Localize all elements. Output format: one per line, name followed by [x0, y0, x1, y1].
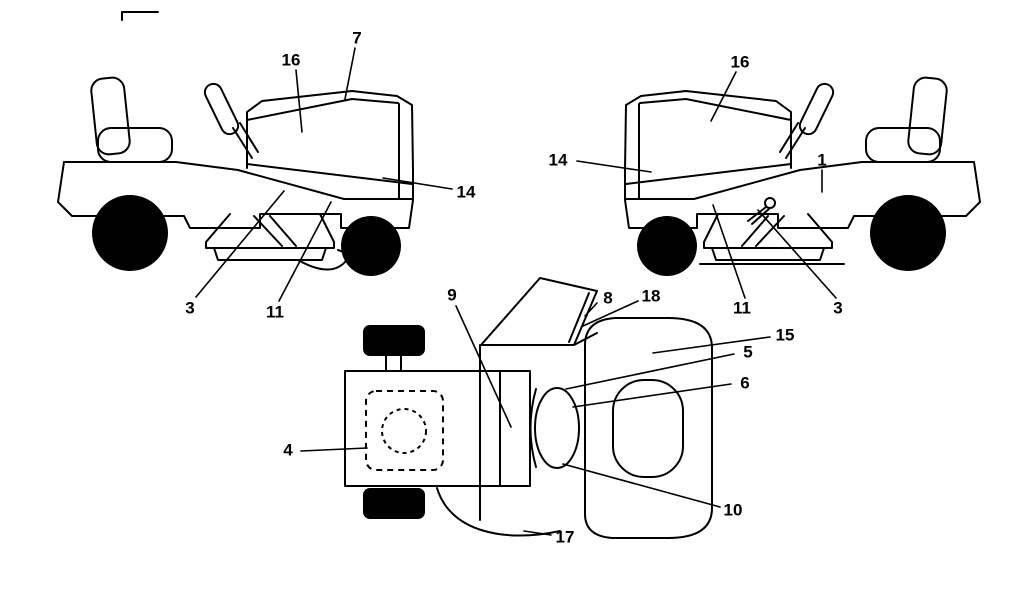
callout-right-11: 11 [733, 298, 751, 318]
front-tire [341, 216, 401, 276]
steering-column [232, 122, 259, 159]
leader-top-15 [652, 336, 771, 354]
rear-tire [92, 195, 168, 271]
leader-top-4 [300, 447, 368, 452]
hood-side-crease [246, 163, 413, 185]
leader-left-11 [278, 201, 332, 302]
engine-dashed-box [365, 390, 444, 471]
callout-right-1: 1 [817, 150, 827, 170]
leader-left-16 [295, 69, 303, 133]
hood-outline [624, 90, 792, 171]
leader-left-14 [382, 177, 453, 190]
callout-top-18: 18 [641, 286, 661, 306]
axle-stubs [385, 355, 402, 372]
seat-base [865, 127, 941, 163]
mower-deck [205, 213, 335, 249]
corner-mark [121, 11, 159, 21]
left-wheel-top-rear [363, 488, 425, 519]
callout-left-16: 16 [281, 50, 301, 70]
steering-wheel [798, 82, 835, 136]
rear-tire [870, 195, 946, 271]
seat-back [907, 76, 948, 156]
callout-top-6: 6 [740, 373, 750, 393]
leader-top-17 [523, 530, 552, 536]
left-wheel-top-front [363, 325, 425, 356]
mower-deck [703, 213, 833, 249]
deck-belt-lines [741, 215, 785, 247]
leader-right-3 [757, 209, 837, 299]
top-view-linework [344, 277, 713, 539]
seat-base [97, 127, 173, 163]
cowl-arc [529, 388, 537, 468]
callout-top-17: 17 [555, 527, 575, 547]
leader-left-7 [344, 47, 356, 100]
right-side-view-linework [624, 76, 981, 276]
callout-leader-lines [195, 47, 837, 536]
discharge-chute [480, 277, 598, 346]
deck-gauge-wheel-curve [297, 249, 348, 271]
callout-right-16: 16 [730, 52, 750, 72]
leader-right-16 [710, 71, 737, 122]
callout-left-7: 7 [352, 28, 362, 48]
leader-left-3 [195, 190, 285, 298]
chute-fold-line [568, 292, 590, 343]
steering-wheel [203, 82, 240, 136]
leader-top-5 [565, 353, 735, 390]
bottom-cable-curve [436, 487, 561, 537]
front-hub [650, 229, 684, 263]
callout-top-9: 9 [447, 285, 457, 305]
rear-hub [887, 212, 929, 254]
hood-top-crease [639, 98, 792, 121]
deck-skirt [711, 247, 825, 261]
rear-hub [109, 212, 151, 254]
leader-right-11 [712, 204, 746, 299]
leader-top-8 [584, 302, 598, 317]
steering-wheel-top [534, 387, 580, 469]
rear-body-top [584, 317, 713, 539]
front-tire [637, 216, 697, 276]
leader-top-6 [572, 383, 732, 408]
callout-right-3: 3 [833, 298, 843, 318]
fender-slope-line [624, 161, 863, 200]
callout-top-10: 10 [723, 500, 743, 520]
callout-right-14: 14 [548, 150, 568, 170]
leader-top-10 [562, 463, 721, 508]
callout-top-4: 4 [283, 440, 293, 460]
callout-left-11: 11 [266, 302, 284, 322]
steering-column [779, 122, 806, 159]
fender-slope-line [175, 161, 414, 200]
callout-left-14: 14 [456, 182, 476, 202]
chassis-rect [344, 370, 531, 487]
callout-top-15: 15 [775, 325, 795, 345]
front-hub [354, 229, 388, 263]
leader-right-14 [576, 160, 652, 173]
deck-lift-lever-shaft [747, 206, 771, 225]
hood-outline [246, 90, 414, 171]
callout-top-8: 8 [603, 288, 613, 308]
hood-top-crease [246, 98, 399, 121]
seat-back [90, 76, 131, 156]
callout-left-3: 3 [185, 298, 195, 318]
hood-side-crease [625, 163, 792, 185]
engine-dashed-circle [381, 408, 427, 454]
leader-top-18 [582, 300, 639, 327]
callout-top-5: 5 [743, 342, 753, 362]
left-side-view-linework [57, 76, 414, 276]
leader-top-9 [455, 305, 512, 428]
seat-top [612, 379, 684, 478]
deck-skirt [213, 247, 327, 261]
